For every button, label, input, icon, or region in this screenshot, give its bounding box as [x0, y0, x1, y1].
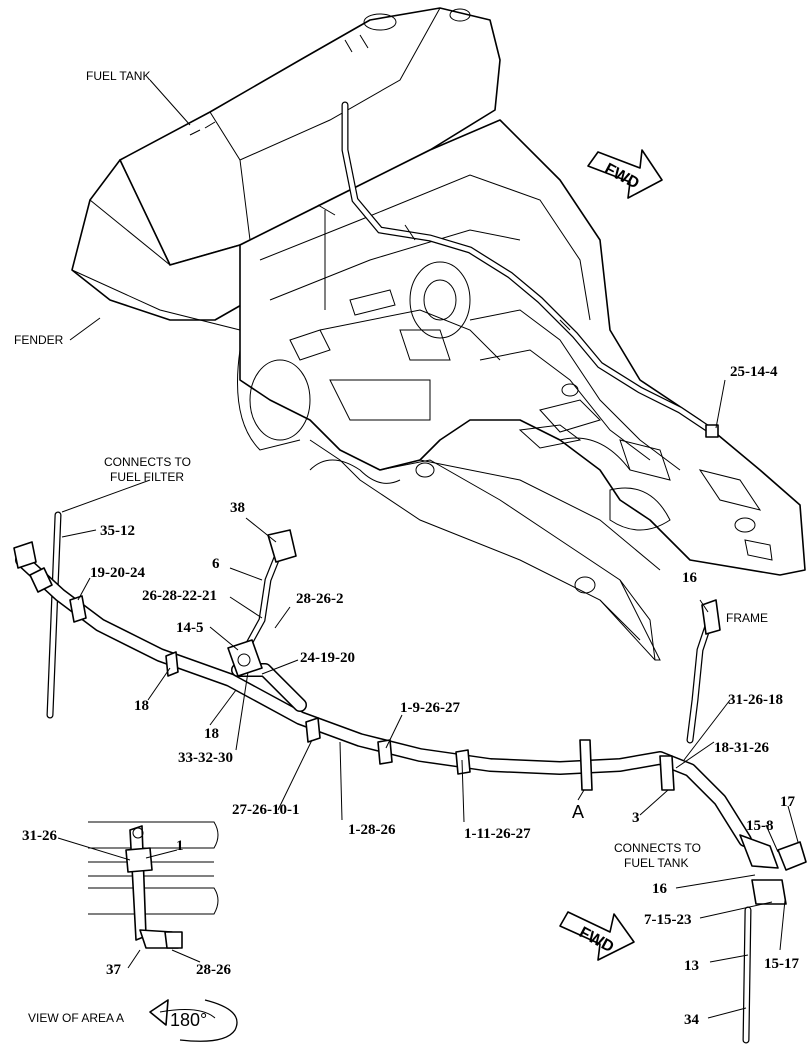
callout-33-32-30: 33-32-30 — [178, 750, 233, 766]
callout-31-26-18: 31-26-18 — [728, 692, 783, 708]
callout-15-8: 15-8 — [746, 818, 774, 834]
callout-15-17: 15-17 — [764, 956, 799, 972]
callout-18-a: 18 — [134, 698, 149, 714]
leader-lines — [57, 79, 799, 1019]
callout-38: 38 — [230, 500, 245, 516]
callout-19-20-24: 19-20-24 — [90, 565, 145, 581]
callout-24-19-20: 24-19-20 — [300, 650, 355, 666]
rotation-arrow — [149, 999, 238, 1042]
callout-28-26-2: 28-26-2 — [296, 591, 344, 607]
rotation-angle-label: 180° — [170, 1010, 207, 1030]
callout-14-5: 14-5 — [176, 620, 204, 636]
callout-16-top: 16 — [682, 570, 698, 586]
callout-6: 6 — [212, 556, 220, 572]
callout-25-14-4: 25-14-4 — [730, 364, 778, 380]
area-a-marker: A — [572, 802, 584, 822]
callout-28-26: 28-26 — [196, 962, 231, 978]
callout-1-11-26-27: 1-11-26-27 — [464, 826, 531, 842]
callout-34: 34 — [684, 1012, 700, 1028]
callout-37: 37 — [106, 962, 122, 978]
fender-label: FENDER — [14, 333, 64, 347]
callout-26-28-22-21: 26-28-22-21 — [142, 588, 217, 604]
callout-1-28-26: 1-28-26 — [348, 822, 396, 838]
fuel-tank-label: FUEL TANK — [86, 69, 150, 83]
connects-fuel-filter-line1: CONNECTS TO — [104, 455, 191, 469]
diagram-text: FUEL TANK FENDER FRAME CONNECTS TO FUEL … — [14, 69, 799, 1030]
connects-fuel-filter-line2: FUEL FILTER — [110, 470, 184, 484]
area-a-inset — [88, 821, 219, 949]
pipe-assembly — [13, 511, 807, 1044]
callout-13: 13 — [684, 958, 699, 974]
callout-7-15-23: 7-15-23 — [644, 912, 692, 928]
connects-fuel-tank-line2: FUEL TANK — [624, 856, 688, 870]
machine-frame — [71, 7, 806, 661]
view-of-area-a-label: VIEW OF AREA A — [28, 1011, 124, 1025]
callout-3: 3 — [632, 810, 640, 826]
callout-27-26-10-1: 27-26-10-1 — [232, 802, 300, 818]
fwd-arrow-bottom: FWD — [559, 911, 635, 961]
frame-fuel-hose — [317, 101, 719, 438]
fwd-arrow-top: FWD — [587, 149, 663, 199]
callout-1: 1 — [176, 838, 184, 854]
callout-18-b: 18 — [204, 726, 219, 742]
callout-31-26: 31-26 — [22, 828, 57, 844]
callout-16-bottom: 16 — [652, 881, 668, 897]
callout-18-31-26: 18-31-26 — [714, 740, 769, 756]
callout-17: 17 — [780, 794, 796, 810]
connects-fuel-tank-line1: CONNECTS TO — [614, 841, 701, 855]
callout-1-9-26-27: 1-9-26-27 — [400, 700, 460, 716]
frame-label: FRAME — [726, 611, 768, 625]
callout-35-12: 35-12 — [100, 523, 135, 539]
